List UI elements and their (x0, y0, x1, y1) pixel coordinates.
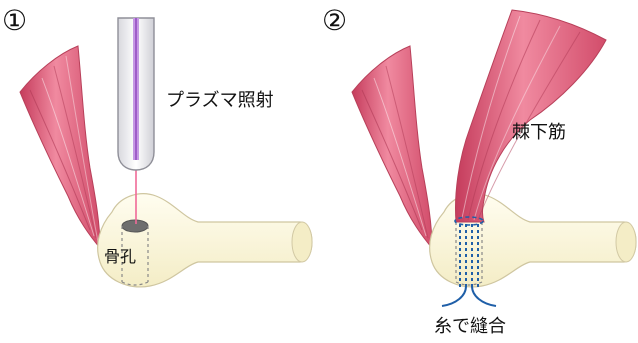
suture-label: 糸で縫合 (434, 316, 506, 337)
infraspinatus-muscle-icon (456, 10, 606, 222)
panel-1-probe-icon (118, 18, 154, 170)
panel-1-humerus-icon (98, 194, 312, 287)
panel-2-muscle-icon-left (352, 46, 432, 248)
panel-2-number: ② (322, 4, 347, 37)
panel-2: ② (322, 4, 636, 337)
procedure-label: プラズマ照射 (166, 90, 274, 111)
muscle-label: 棘下筋 (512, 122, 566, 143)
panel-1: ① プラズマ照射 骨孔 (2, 4, 312, 287)
bone-hole-icon (122, 220, 148, 232)
panel-1-number: ① (2, 4, 27, 37)
bone-hole-label: 骨孔 (104, 247, 136, 266)
panel-1-muscle-icon (20, 46, 100, 248)
